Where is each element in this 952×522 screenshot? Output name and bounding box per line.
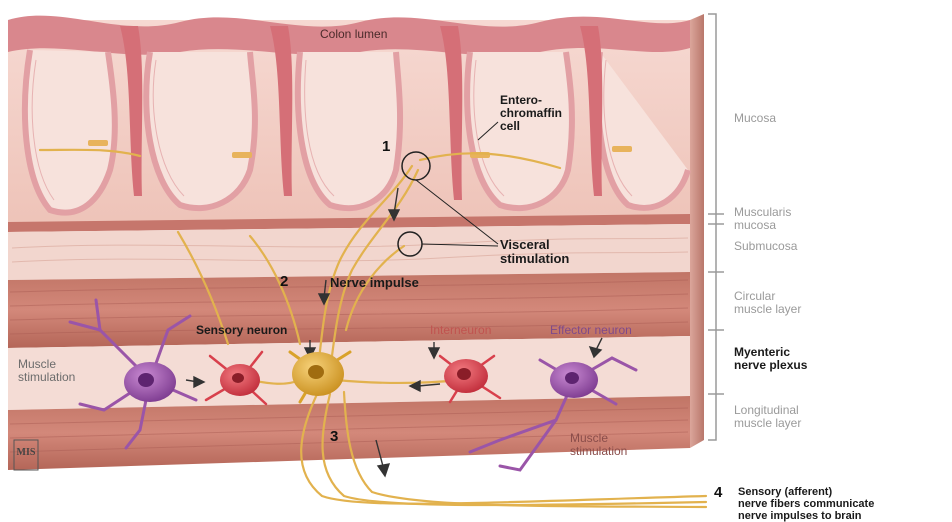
layer-label-mucosa: Mucosa <box>734 112 776 125</box>
step-2-number: 2 <box>280 273 288 290</box>
layer-label-submucosa: Submucosa <box>734 240 797 253</box>
submucosa-band <box>8 224 690 280</box>
afferent-caption: Sensory (afferent) nerve fibers communic… <box>738 486 874 522</box>
block-side-face <box>690 14 704 448</box>
step-4-number: 4 <box>714 484 722 501</box>
interneuron-label: Interneuron <box>430 324 491 337</box>
muscle-stimulation-left-label: Muscle stimulation <box>18 358 75 384</box>
layer-label-longitudinal-muscle: Longitudinal muscle layer <box>734 404 801 430</box>
step-3-number: 3 <box>330 428 338 445</box>
colon-lumen-label: Colon lumen <box>320 28 387 41</box>
step-1-number: 1 <box>382 138 390 155</box>
nerve-impulse-label: Nerve impulse <box>330 276 419 289</box>
layer-label-muscularis-mucosa: Muscularis mucosa <box>734 206 791 232</box>
enterochromaffin-label: Entero- chromaffin cell <box>500 94 562 133</box>
layer-bracket <box>708 14 724 440</box>
layer-label-circular-muscle: Circular muscle layer <box>734 290 801 316</box>
sensory-neuron-label: Sensory neuron <box>196 324 287 337</box>
effector-neuron-label: Effector neuron <box>550 324 632 337</box>
muscle-stimulation-right-label: Muscle stimulation <box>570 432 627 458</box>
logo-text: MIS <box>17 447 36 458</box>
visceral-stimulation-label: Visceral stimulation <box>500 238 569 266</box>
layer-label-myenteric-plexus: Myenteric nerve plexus <box>734 346 807 372</box>
